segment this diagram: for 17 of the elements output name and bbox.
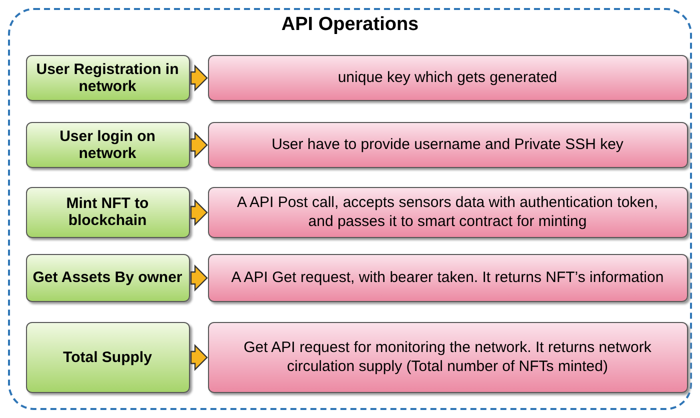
description-box: A API Post call, accepts sensors data with authentication token, and passes it to smart contract for minting: [208, 186, 688, 238]
block-arrow: [190, 344, 208, 371]
frame-title: API Operations: [280, 14, 420, 36]
block-arrow: [190, 132, 208, 158]
operation-box: User login on network: [26, 122, 190, 168]
operation-box: Get Assets By owner: [26, 254, 190, 302]
block-arrow: [190, 199, 208, 226]
description-box: Get API request for monitoring the network. It returns network circulation supply (Total number of NFTs minted): [208, 322, 688, 392]
description-box: unique key which gets generated: [208, 54, 688, 100]
operation-box: Mint NFT to blockchain: [26, 186, 190, 238]
description-box: A API Get request, with bearer taken. It returns NFT’s information: [208, 254, 688, 302]
operation-box: User Registration in network: [26, 54, 190, 100]
block-arrow: [190, 264, 208, 292]
block-arrow: [190, 64, 208, 92]
group-frame: [8, 8, 692, 410]
description-box: User have to provide username and Private SSH key: [208, 122, 688, 168]
operation-box: Total Supply: [26, 322, 190, 392]
